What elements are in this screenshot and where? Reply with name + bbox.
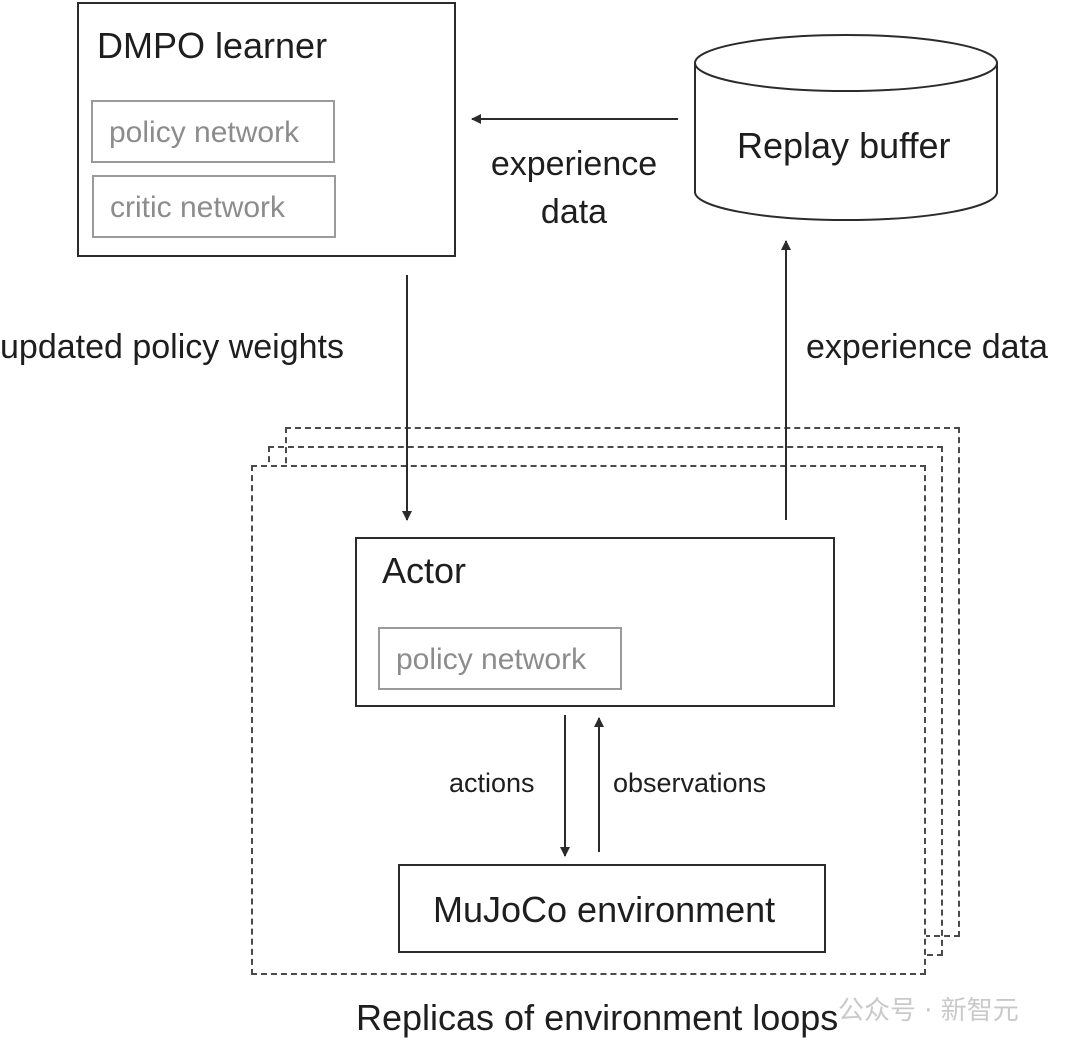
learner-policy-network-box: policy network (91, 100, 335, 163)
actor-box: Actor policy network (355, 537, 835, 707)
replay-buffer-cylinder (694, 34, 998, 221)
updated-policy-weights-label: updated policy weights (0, 328, 345, 366)
dmpo-learner-box: DMPO learner policy network critic netwo… (77, 2, 456, 257)
actor-policy-network-label: policy network (396, 643, 587, 676)
mujoco-environment-label: MuJoCo environment (433, 889, 776, 930)
actor-title: Actor (382, 550, 467, 591)
replicas-caption: Replicas of environment loops (356, 997, 839, 1038)
watermark-text: 公众号 · 新智元 (838, 996, 1019, 1026)
replay-buffer-label: Replay buffer (737, 125, 951, 166)
dmpo-learner-title: DMPO learner (97, 25, 328, 66)
observations-label: observations (613, 768, 767, 798)
learner-policy-network-label: policy network (109, 116, 300, 149)
learner-critic-network-box: critic network (92, 175, 336, 238)
buffer-to-learner-label-line2: data (540, 193, 608, 231)
mujoco-environment-box: MuJoCo environment (398, 864, 826, 953)
learner-critic-network-label: critic network (110, 191, 286, 224)
buffer-to-learner-label: experience data (474, 140, 674, 236)
buffer-to-learner-label-line1: experience (490, 145, 658, 183)
actor-policy-network-box: policy network (378, 627, 622, 690)
actor-to-buffer-label: experience data (806, 328, 1048, 366)
actions-label: actions (449, 768, 535, 798)
